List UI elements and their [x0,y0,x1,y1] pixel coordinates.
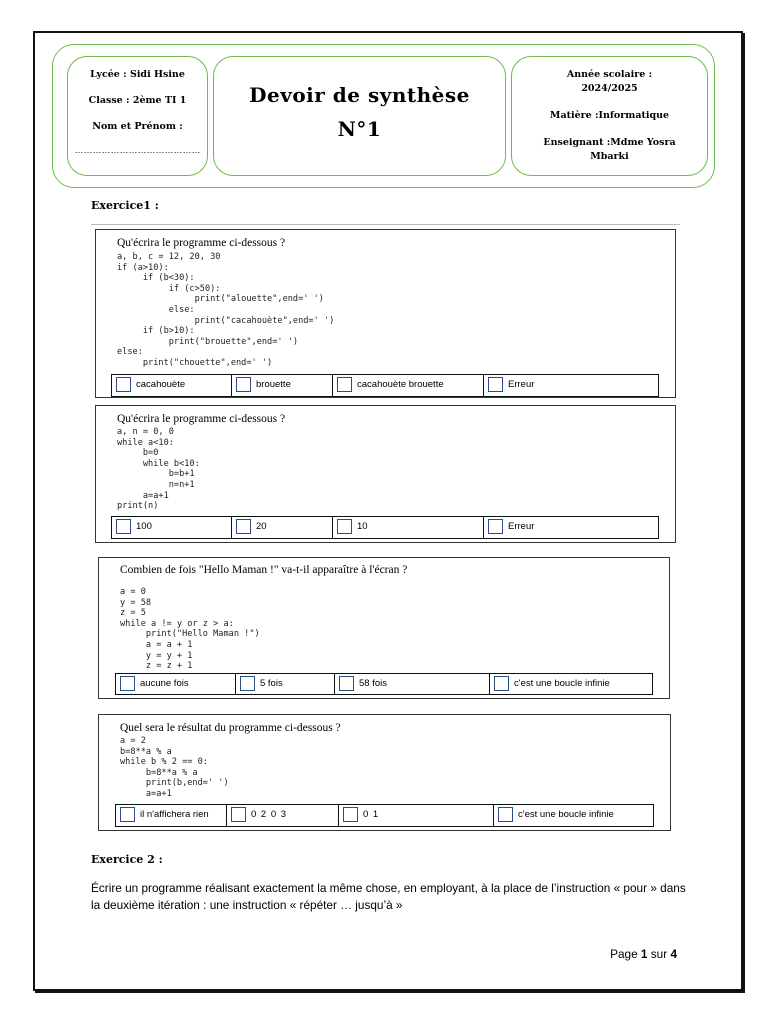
question-1-title: Qu'écrira le programme ci-dessous ? [117,237,286,249]
answer-option[interactable]: 100 [112,517,232,538]
checkbox[interactable] [116,377,131,392]
school-year-value: 2024/2025 [581,83,638,94]
answer-option[interactable]: 10 [333,517,484,538]
answer-option[interactable]: cacahouète [112,375,232,396]
exercise1-heading: Exercice1 : [91,199,159,212]
answer-option[interactable]: cacahouète brouette [333,375,484,396]
question-4 [98,714,671,831]
checkbox[interactable] [236,377,251,392]
checkbox[interactable] [343,807,358,822]
checkbox[interactable] [488,377,503,392]
header-school-info: Lycée : Sidi Hsine Classe : 2ème TI 1 No… [67,56,208,176]
divider [91,224,680,225]
header-title-box: Devoir de synthèse N°1 [213,56,506,176]
answer-option[interactable]: Erreur [484,517,657,538]
checkbox[interactable] [494,676,509,691]
checkbox[interactable] [240,676,255,691]
question-2-title: Qu'écrira le programme ci-dessous ? [117,413,286,425]
answer-option[interactable]: 0 1 [339,805,494,826]
checkbox[interactable] [236,519,251,534]
answer-option[interactable]: 58 fois [335,674,490,694]
answer-option[interactable]: c'est une boucle infinie [490,674,652,694]
page-subtitle: N°1 [337,117,382,141]
teacher-line1: Enseignant :Mdme Yosra [543,137,676,148]
checkbox[interactable] [337,377,352,392]
subject: Matière :Informatique [549,110,670,121]
exercise2-heading: Exercice 2 : [91,853,163,866]
teacher-line2: Mbarki [590,151,629,162]
answer-option[interactable]: c'est une boucle infinie [494,805,653,826]
exercise2-text: Écrire un programme réalisant exactement… [91,881,686,912]
answer-option[interactable]: il n'affichera rien [116,805,227,826]
question-4-answers: il n'affichera rien 0 2 0 3 0 1 c'est un… [115,804,654,827]
checkbox[interactable] [116,519,131,534]
checkbox[interactable] [120,676,135,691]
question-3-answers: aucune fois 5 fois 58 fois c'est une bou… [115,673,653,695]
question-3-code: a = 0 y = 58 z = 5 while a != y or z > a… [120,587,260,672]
question-4-title: Quel sera le résultat du programme ci-de… [120,722,341,734]
answer-option[interactable]: Erreur [484,375,657,396]
answer-option[interactable]: 20 [232,517,333,538]
question-2-answers: 100 20 10 Erreur [111,516,659,539]
school-year-label: Année scolaire : [566,69,653,80]
page-number: Page 1 sur 4 [610,947,677,961]
checkbox[interactable] [339,676,354,691]
question-1-code: a, b, c = 12, 20, 30 if (a>10): if (b<30… [117,252,335,368]
question-3-title: Combien de fois "Hello Maman !" va-t-il … [120,564,408,576]
checkbox[interactable] [120,807,135,822]
student-name-field[interactable]: …………………………………… [74,145,201,155]
question-4-code: a = 2 b=8**a % a while b % 2 == 0: b=8**… [120,736,229,799]
page-title: Devoir de synthèse [249,83,470,107]
answer-option[interactable]: aucune fois [116,674,236,694]
question-2 [95,405,676,543]
school-name: Lycée : Sidi Hsine [90,69,185,80]
question-2-code: a, n = 0, 0 while a<10: b=0 while b<10: … [117,427,200,512]
checkbox[interactable] [488,519,503,534]
question-3 [98,557,670,699]
class-name: Classe : 2ème TI 1 [88,95,187,106]
answer-option[interactable]: 5 fois [236,674,335,694]
student-name-label: Nom et Prénom : [92,121,183,132]
checkbox[interactable] [231,807,246,822]
question-1-answers: cacahouète brouette cacahouète brouette … [111,374,659,397]
answer-option[interactable]: 0 2 0 3 [227,805,339,826]
checkbox[interactable] [337,519,352,534]
question-1 [95,229,676,398]
header-course-info: Année scolaire : 2024/2025 Matière :Info… [511,56,708,176]
header-frame [52,44,715,188]
page-border [33,31,743,991]
checkbox[interactable] [498,807,513,822]
answer-option[interactable]: brouette [232,375,333,396]
